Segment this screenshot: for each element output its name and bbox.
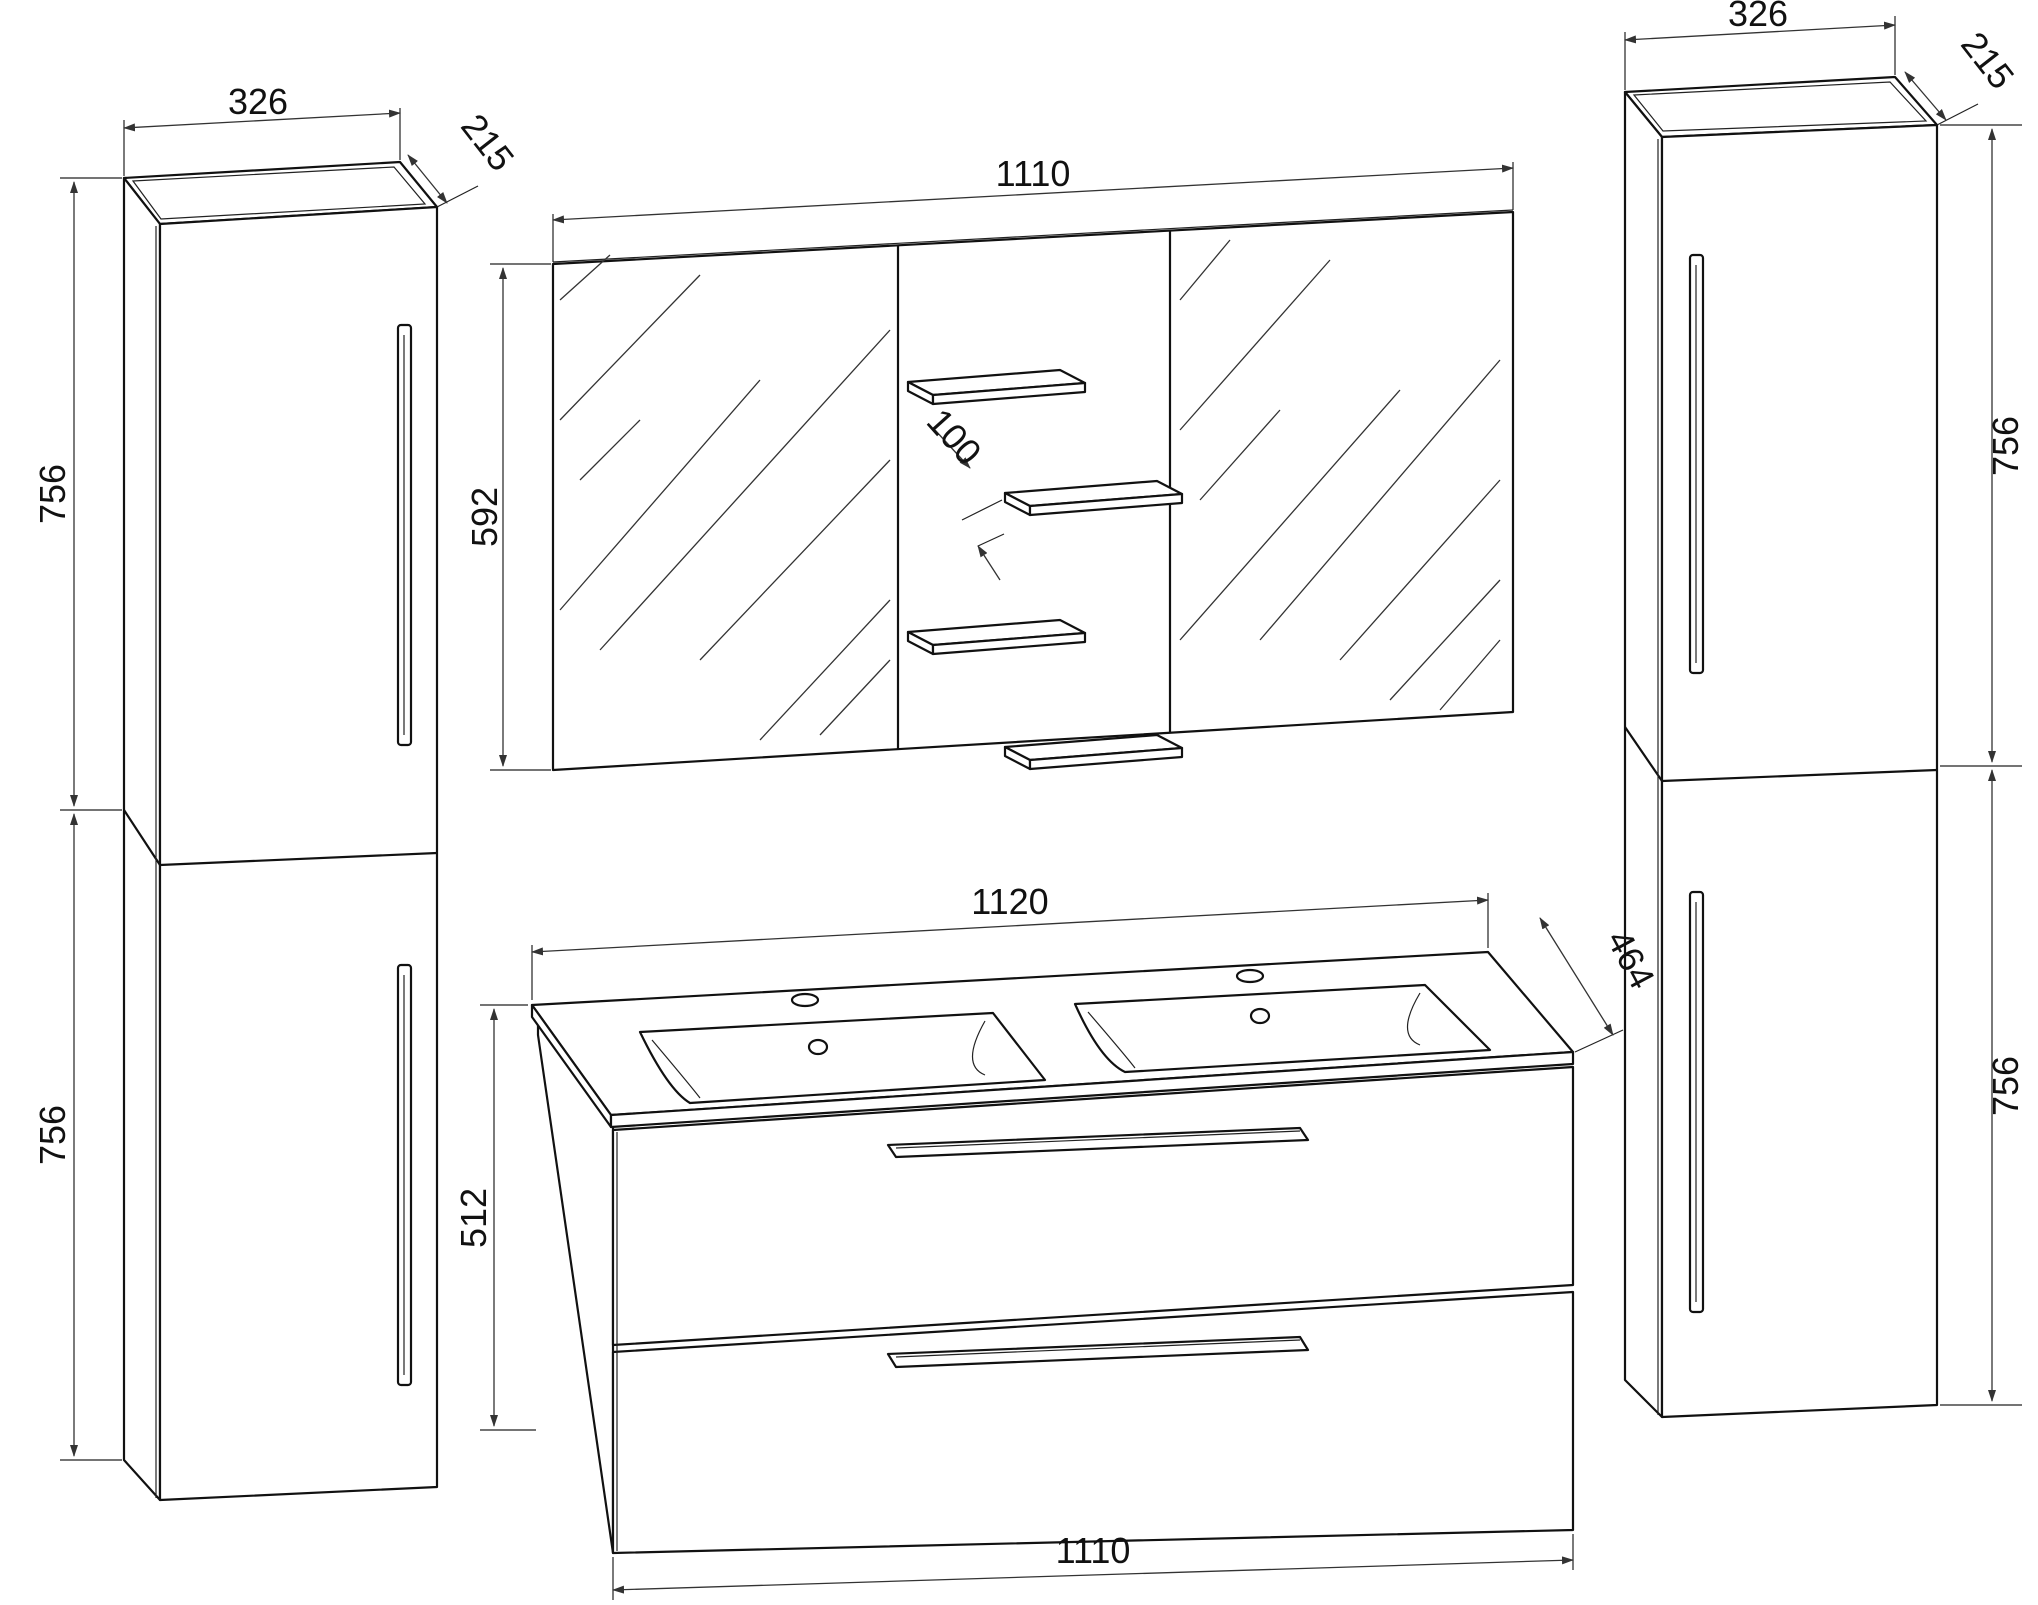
mirror-shelf-1 — [906, 368, 1087, 406]
left-cabinet-lower-handle — [396, 963, 413, 1387]
right-cabinet-upper-handle — [1688, 253, 1705, 675]
mirror-shelf-2 — [1003, 479, 1184, 517]
mirror-right-pane-hatching — [1179, 239, 1501, 711]
top-drawer-handle — [886, 1126, 1310, 1159]
left-tall-cabinet — [122, 160, 439, 1502]
right-cabinet-upper-height-label: 756 — [1985, 416, 2026, 476]
bottom-drawer-handle — [886, 1335, 1310, 1369]
right-tall-cabinet — [1623, 75, 1939, 1419]
double-vanity-unit — [530, 950, 1575, 1555]
left-cabinet-depth-label: 215 — [453, 106, 522, 179]
right-cabinet-lower-height-label: 756 — [1985, 1056, 2026, 1116]
vanity-height-label: 512 — [453, 1188, 494, 1248]
right-cabinet-depth-label: 215 — [1953, 24, 2022, 97]
mirror-cabinet — [551, 209, 1515, 772]
left-cabinet-upper-handle — [396, 323, 413, 747]
mirror-shelf-3 — [906, 618, 1087, 656]
right-basin — [1073, 968, 1492, 1074]
dimension-lines — [60, 16, 2022, 1600]
left-basin — [638, 992, 1047, 1105]
left-cabinet-upper-height-label: 756 — [32, 464, 73, 524]
left-cabinet-lower-height-label: 756 — [32, 1105, 73, 1165]
mirror-width-label: 1110 — [996, 153, 1071, 194]
mirror-left-pane-hatching — [559, 254, 891, 741]
vanity-bottom-width-label: 1110 — [1056, 1530, 1131, 1571]
mirror-height-label: 592 — [464, 487, 505, 547]
left-cabinet-width-label: 326 — [228, 81, 288, 122]
right-cabinet-width-label: 326 — [1728, 0, 1788, 34]
right-cabinet-lower-handle — [1688, 890, 1705, 1314]
vanity-top-width-label: 1120 — [971, 881, 1048, 922]
mirror-shelf-4 — [1003, 733, 1184, 771]
